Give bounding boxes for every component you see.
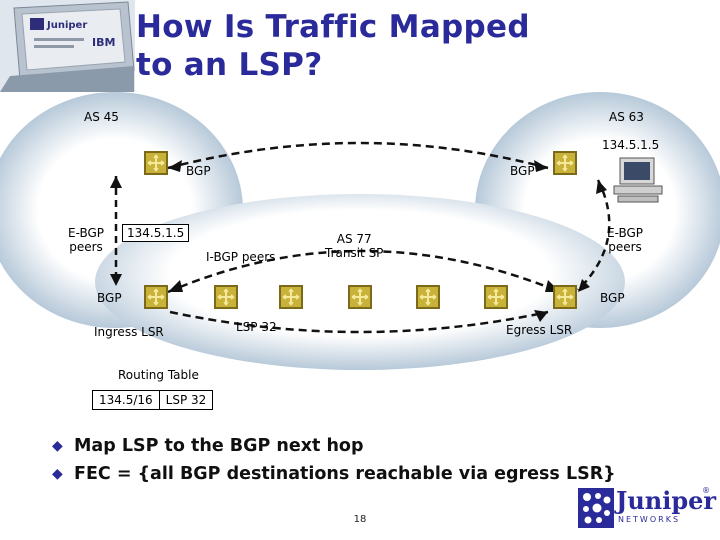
router-transit-4 [415, 284, 441, 310]
router-transit-2 [278, 284, 304, 310]
page-number: 18 [353, 514, 367, 525]
bgp-right-top-label: BGP [510, 164, 535, 178]
ibgp-arc [167, 249, 561, 294]
ingress-lsr-label: Ingress LSR [94, 325, 164, 339]
prefix-top-right-label: 134.5.1.5 [602, 138, 660, 152]
bgp-top-arc [167, 141, 549, 170]
chip-model-text: IBM [92, 36, 115, 49]
router-egress [552, 284, 578, 310]
ibgp-peers-label: I-BGP peers [206, 250, 276, 264]
logo-registered: ® [702, 486, 710, 495]
bgp-right-bottom-label: BGP [600, 291, 625, 305]
router-as45-border [143, 150, 169, 176]
bgp-left-bottom-label: BGP [97, 291, 122, 305]
logo-sub: NETWORKS [618, 515, 681, 524]
router-ingress [143, 284, 169, 310]
bgp-left-top-label: BGP [186, 164, 211, 178]
bullet-item: ◆ FEC = {all BGP destinations reachable … [52, 460, 692, 488]
routing-table-lsp: LSP 32 [165, 393, 207, 407]
ebgp-right-label: E-BGP peers [607, 226, 644, 254]
routing-table-title: Routing Table [118, 368, 199, 382]
ebgp-left-label: E-BGP peers [68, 226, 105, 254]
chip-photo: Juniper IBM [0, 0, 135, 92]
chip-brand-text: Juniper [46, 20, 87, 31]
router-transit-3 [347, 284, 373, 310]
ebgp-right-line [577, 179, 611, 291]
logo-name: Juniper [616, 486, 717, 515]
as63-label: AS 63 [609, 110, 644, 124]
bullet-diamond-icon: ◆ [52, 466, 63, 482]
routing-table: 134.5/16 LSP 32 [92, 390, 214, 410]
bullet-text: FEC = {all BGP destinations reachable vi… [74, 464, 616, 484]
lsp-32-label: LSP 32 [236, 320, 277, 334]
slide-title: How Is Traffic Mapped to an LSP? [136, 9, 530, 83]
juniper-mark-icon [578, 488, 614, 528]
lsp-arc [169, 310, 549, 334]
router-transit-5 [483, 284, 509, 310]
computer-icon [613, 157, 663, 203]
bullet-text: Map LSP to the BGP next hop [74, 436, 364, 456]
egress-lsr-label: Egress LSR [506, 323, 573, 337]
router-as63-border [552, 150, 578, 176]
bullet-diamond-icon: ◆ [52, 438, 63, 454]
bullet-list: ◆ Map LSP to the BGP next hop ◆ FEC = {a… [52, 432, 692, 488]
routing-table-prefix: 134.5/16 [93, 391, 160, 409]
juniper-logo: Juniper ® NETWORKS [578, 486, 716, 530]
bullet-item: ◆ Map LSP to the BGP next hop [52, 432, 692, 460]
router-transit-1 [213, 284, 239, 310]
as77-cloud [95, 194, 625, 370]
as45-label: AS 45 [84, 110, 119, 124]
prefix-left-box: 134.5.1.5 [122, 224, 190, 242]
as77-label: AS 77 Transit SP [325, 232, 384, 260]
